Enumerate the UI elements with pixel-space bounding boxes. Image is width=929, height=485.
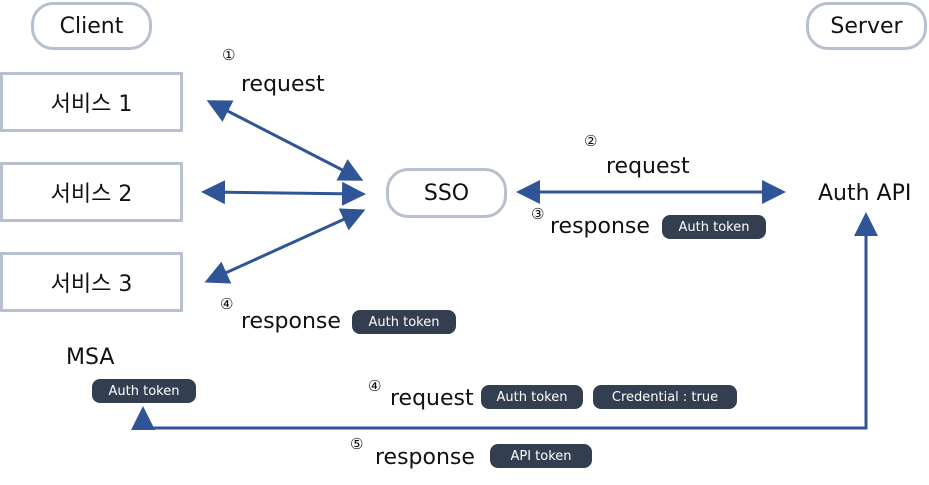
step-4a-auth-token-tag: Auth token bbox=[352, 310, 456, 334]
step-1-number: ① bbox=[222, 46, 236, 64]
step-2-number: ② bbox=[584, 132, 598, 150]
step-1-label: request bbox=[241, 72, 325, 97]
arrow-msa-authapi bbox=[131, 212, 878, 430]
arrow-service1-sso bbox=[206, 100, 364, 181]
sso-node: SSO bbox=[386, 168, 507, 218]
server-label: Server bbox=[806, 2, 927, 50]
step-4b-number: ④ bbox=[368, 377, 382, 395]
service-2-box: 서비스 2 bbox=[0, 162, 183, 222]
msa-auth-token-tag: Auth token bbox=[92, 379, 196, 403]
step-3-auth-token-tag: Auth token bbox=[662, 215, 766, 239]
step-4b-label: request bbox=[390, 386, 474, 411]
arrow-service3-sso bbox=[204, 208, 366, 284]
step-4b-credential-tag: Credential : true bbox=[593, 385, 737, 409]
step-4a-label: response bbox=[241, 309, 341, 334]
step-5-label: response bbox=[375, 445, 475, 470]
auth-api-node: Auth API bbox=[818, 181, 912, 206]
step-5-number: ⑤ bbox=[350, 435, 364, 453]
step-3-label: response bbox=[550, 214, 650, 239]
step-5-api-token-tag: API token bbox=[490, 444, 592, 468]
step-4b-auth-token-tag: Auth token bbox=[481, 385, 583, 409]
service-1-box: 서비스 1 bbox=[0, 72, 183, 132]
step-2-label: request bbox=[606, 154, 690, 179]
msa-label: MSA bbox=[66, 345, 115, 370]
service-3-box: 서비스 3 bbox=[0, 252, 183, 312]
client-label: Client bbox=[31, 2, 152, 50]
step-4a-number: ④ bbox=[220, 295, 234, 313]
step-3-number: ③ bbox=[531, 205, 545, 223]
arrow-service2-sso bbox=[201, 180, 366, 206]
